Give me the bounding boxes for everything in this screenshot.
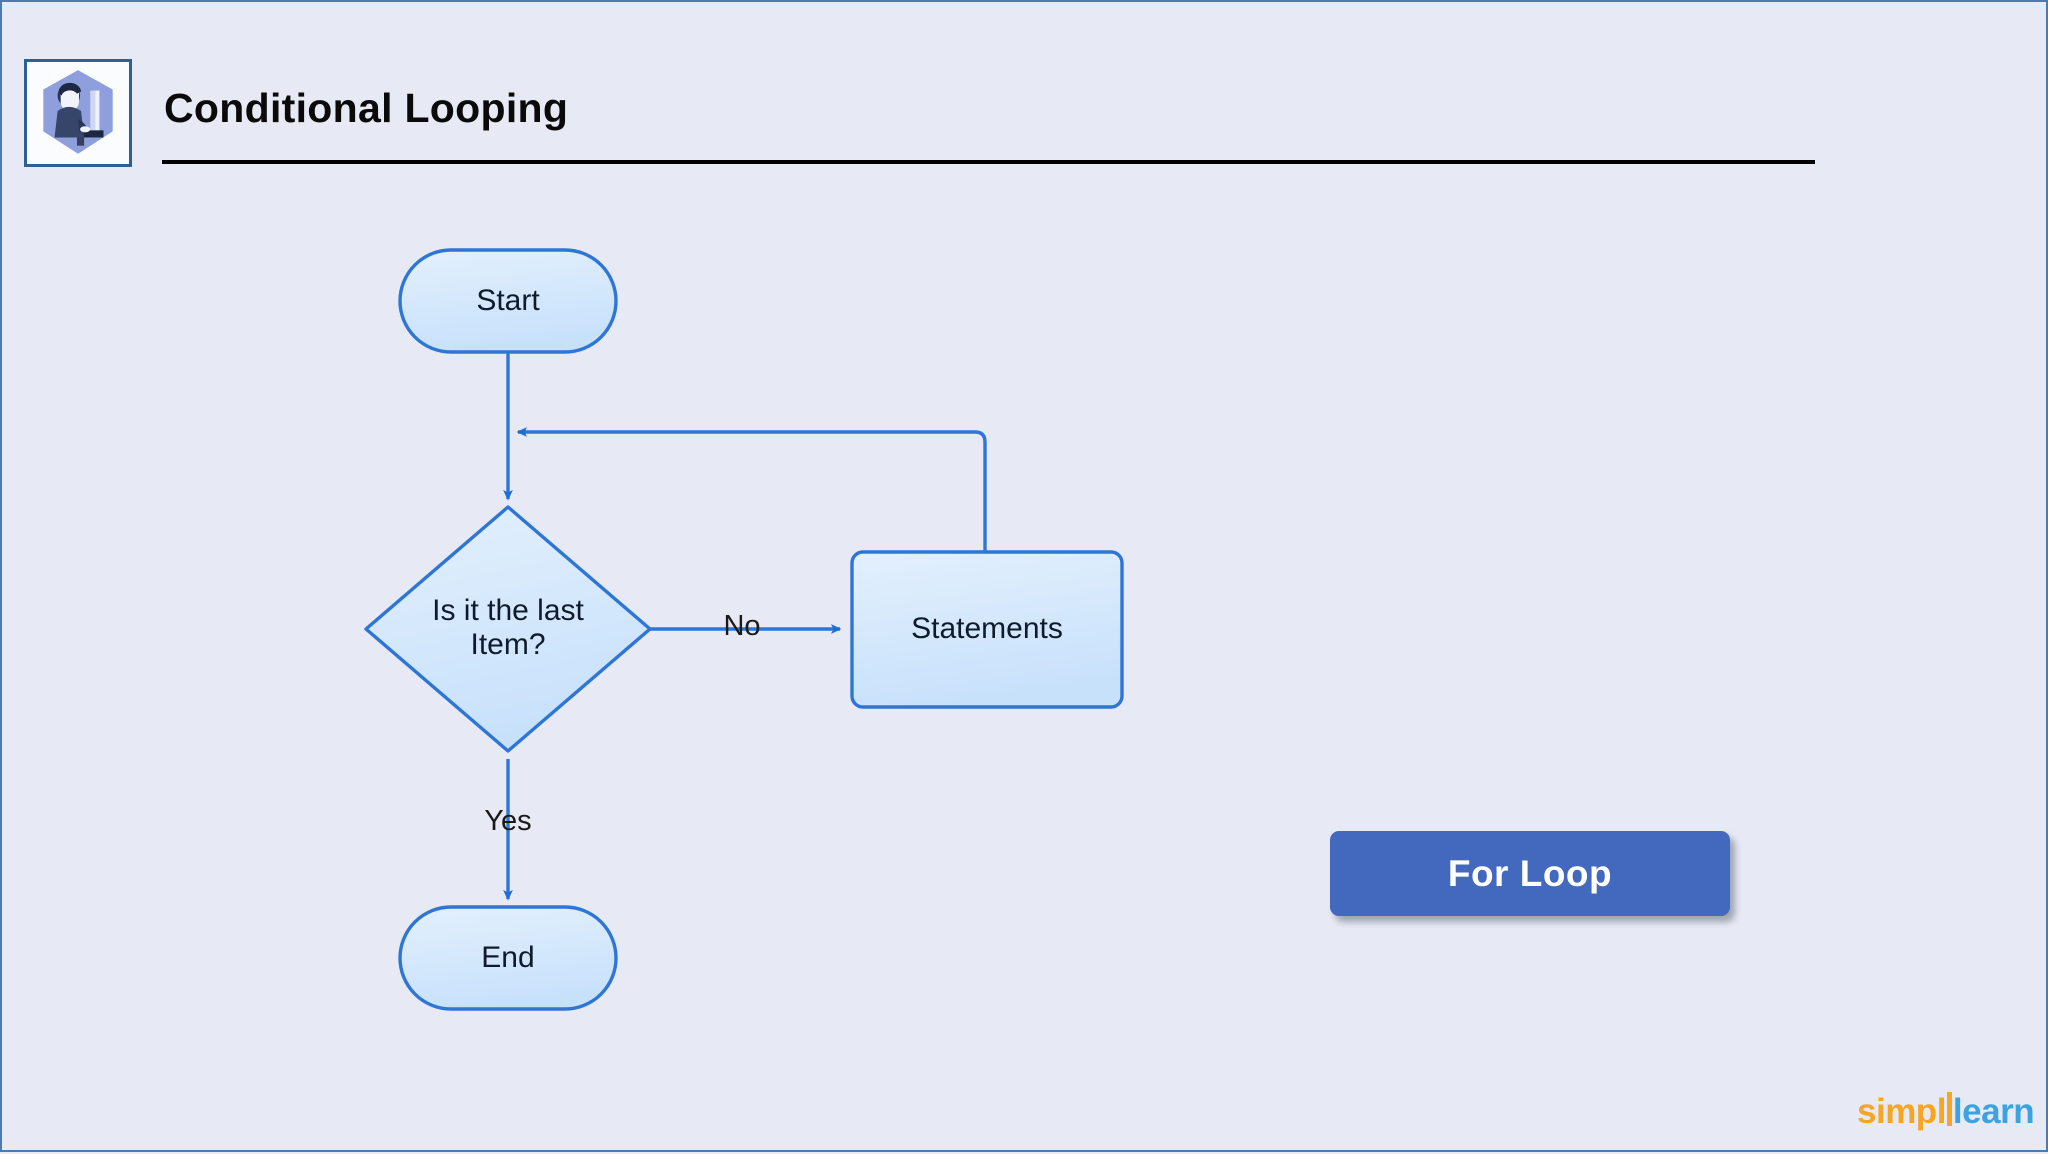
for-loop-button-label: For Loop [1447, 852, 1613, 894]
node-end [398, 905, 618, 1011]
edge-statements-loopback [516, 427, 987, 551]
node-decision [364, 505, 652, 753]
brand-logo-separator [1946, 1092, 1952, 1126]
simplilearn-logo: simpl learn [1857, 1089, 2035, 1131]
node-statements [850, 550, 1124, 709]
person-at-computer-hexagon-icon [24, 59, 132, 167]
for-loop-button[interactable]: For Loop [1330, 831, 1730, 916]
brand-logo-part-two: learn [1952, 1092, 2035, 1131]
brand-logo-part-one: simpl [1857, 1092, 1946, 1131]
logo-artwork [43, 70, 113, 154]
title-divider [162, 160, 1815, 164]
page-title: Conditional Looping [164, 85, 569, 131]
node-start [398, 248, 618, 354]
